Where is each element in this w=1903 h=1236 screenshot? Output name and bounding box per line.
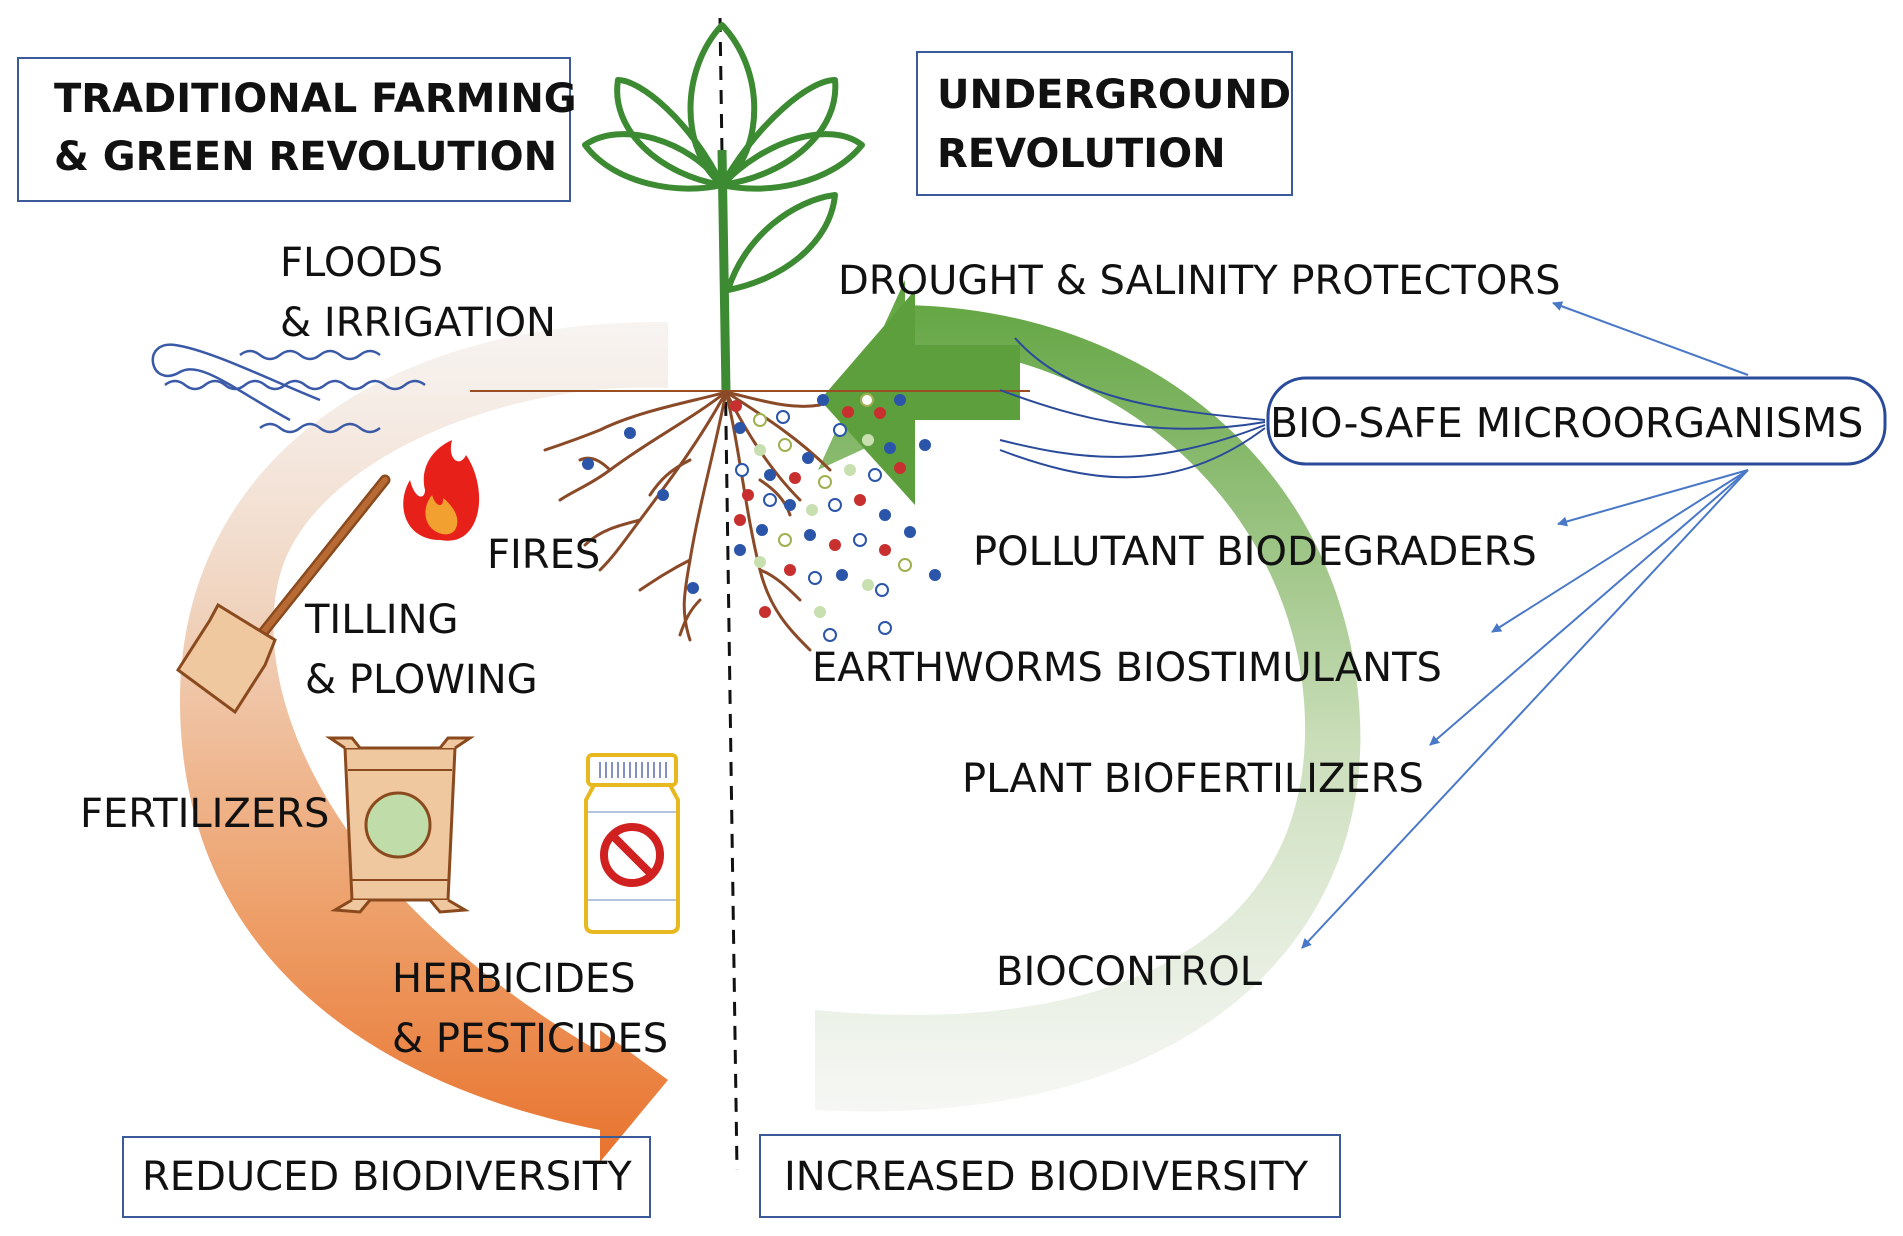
right-cycle-arrow bbox=[815, 280, 1361, 1112]
underground-header-line2: REVOLUTION bbox=[937, 131, 1226, 177]
fire-icon bbox=[403, 440, 480, 541]
underground-header-box bbox=[916, 51, 1293, 196]
fires-label: FIRES bbox=[487, 532, 600, 578]
green-arrowhead bbox=[820, 290, 1020, 505]
plant-icon bbox=[582, 22, 865, 393]
pesticide-bottle-icon bbox=[584, 753, 680, 934]
water-waves-icon bbox=[151, 343, 426, 434]
arrow-to-earthworms bbox=[1491, 469, 1749, 633]
tilling-label-line1: TILLING bbox=[304, 597, 459, 643]
reduced-biodiversity-label: REDUCED BIODIVERSITY bbox=[142, 1154, 632, 1200]
reduced-biodiversity-box bbox=[122, 1136, 651, 1218]
biofertilizers-label: PLANT BIOFERTILIZERS bbox=[962, 756, 1424, 802]
herbicides-label-line2: & PESTICIDES bbox=[392, 1016, 668, 1062]
increased-biodiversity-label: INCREASED BIODIVERSITY bbox=[784, 1154, 1309, 1200]
fertilizers-label: FERTILIZERS bbox=[80, 791, 329, 837]
increased-biodiversity-box bbox=[759, 1134, 1341, 1218]
underground-header-line1: UNDERGROUND bbox=[937, 72, 1291, 118]
shovel-icon bbox=[175, 474, 391, 715]
microorganisms-label: BIO-SAFE MICROORGANISMS bbox=[1270, 399, 1863, 447]
left-cycle-arrow bbox=[180, 321, 668, 1162]
tilling-label-line2: & PLOWING bbox=[305, 657, 538, 703]
traditional-header-line1: TRADITIONAL FARMING bbox=[54, 76, 577, 122]
microbe-dots-icon bbox=[582, 393, 941, 642]
biocontrol-label: BIOCONTROL bbox=[996, 949, 1263, 995]
microbe-swoosh-lines bbox=[999, 337, 1266, 479]
microorganisms-box bbox=[1266, 376, 1887, 466]
drought-label: DROUGHT & SALINITY PROTECTORS bbox=[838, 258, 1561, 304]
microbe-arrows bbox=[1301, 301, 1749, 949]
pollutant-label: POLLUTANT BIODEGRADERS bbox=[973, 529, 1537, 575]
traditional-header-line2: & GREEN REVOLUTION bbox=[54, 134, 557, 180]
herbicides-label-line1: HERBICIDES bbox=[392, 956, 636, 1002]
arrow-to-drought bbox=[1552, 301, 1749, 376]
arrow-to-biocontrol bbox=[1301, 469, 1749, 949]
fertilizer-sack-icon bbox=[325, 736, 475, 914]
traditional-header-box bbox=[17, 57, 571, 202]
arrow-to-pollutant bbox=[1557, 469, 1749, 527]
floods-label-line2: & IRRIGATION bbox=[280, 300, 556, 346]
earthworms-label: EARTHWORMS BIOSTIMULANTS bbox=[812, 645, 1442, 691]
arrow-to-biofertilizers bbox=[1429, 469, 1749, 746]
no-symbol-icon bbox=[600, 823, 664, 887]
roots-icon bbox=[543, 390, 832, 652]
floods-label-line1: FLOODS bbox=[280, 240, 443, 286]
